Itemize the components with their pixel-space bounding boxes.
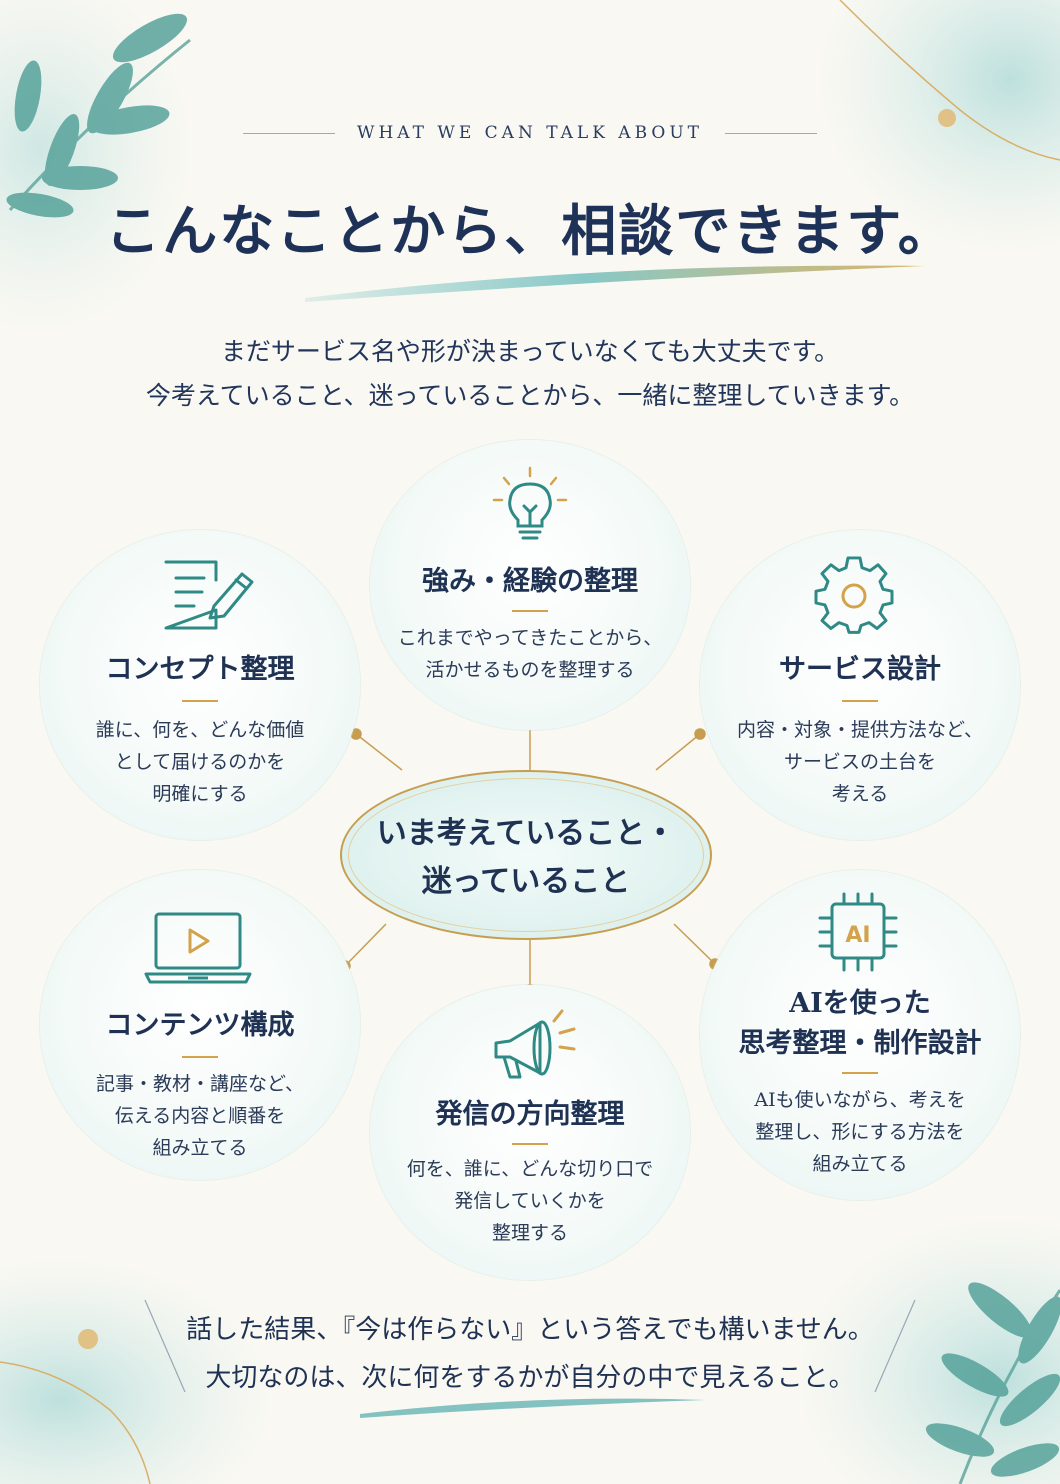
center-topic-line-2: 迷っていること — [421, 864, 631, 899]
topic-content-desc-2: 伝える内容と順番を — [114, 1105, 286, 1127]
topic-service-desc-3: 考える — [831, 783, 889, 805]
topic-service-desc-2: サービスの土台を — [783, 751, 936, 773]
eyebrow-left-line — [242, 132, 335, 134]
ai-chip-icon: AI — [818, 892, 898, 972]
eyebrow-text: WHAT WE CAN TALK ABOUT — [356, 123, 703, 143]
intro-text: まだサービス名や形が決まっていなくても大丈夫です。 今考えていること、迷っている… — [0, 330, 1060, 418]
topic-content-title: コンテンツ構成 — [105, 1010, 295, 1041]
topic-ai-title: AIを使った 思考整理・制作設計 — [700, 984, 1020, 1064]
topic-strengths-desc: これまでやってきたことから、 活かせるものを整理する — [370, 622, 690, 686]
topic-ai: AI AIを使った 思考整理・制作設計 AIも使いながら、考えを 整理し、形にす… — [700, 870, 1020, 1200]
topic-strengths-desc-2: 活かせるものを整理する — [425, 659, 635, 681]
topic-concept-title: コンセプト整理 — [105, 654, 295, 685]
center-topic-inner-ring — [348, 778, 704, 932]
topic-content-desc-1: 記事・教材・講座など、 — [95, 1073, 305, 1095]
topic-concept: コンセプト整理 誰に、何を、どんな価値 として届けるのかを 明確にする — [40, 530, 360, 840]
closing-line-2: 大切なのは、次に何をするかが自分の中で見えること。 — [205, 1363, 855, 1393]
topic-outreach-desc: 何を、誰に、どんな切り口で 発信していくかを 整理する — [370, 1153, 690, 1249]
topic-concept-desc: 誰に、何を、どんな価値 として届けるのかを 明確にする — [40, 714, 360, 810]
topic-ai-title-2: 思考整理・制作設計 — [738, 1028, 982, 1059]
topic-strengths-divider — [512, 610, 548, 612]
page-title: こんなことから、相談できます。 — [105, 198, 955, 263]
topic-content-divider — [182, 1056, 218, 1058]
center-topic-line-1: いま考えていること・ — [376, 816, 676, 851]
topic-ai-desc-3: 組み立てる — [812, 1153, 908, 1175]
megaphone-icon — [494, 1009, 576, 1079]
center-topic: いま考えていること・ 迷っていること — [340, 770, 712, 940]
topic-concept-desc-3: 明確にする — [152, 783, 248, 805]
gear-icon — [814, 556, 894, 634]
topic-ai-desc-2: 整理し、形にする方法を — [755, 1121, 965, 1143]
topic-concept-desc-2: として届けるのかを — [114, 751, 286, 773]
topic-service-divider — [842, 700, 878, 702]
topic-outreach-desc-1: 何を、誰に、どんな切り口で — [406, 1158, 654, 1180]
topic-outreach: 発信の方向整理 何を、誰に、どんな切り口で 発信していくかを 整理する — [370, 985, 690, 1280]
topic-concept-divider — [182, 700, 218, 702]
topic-concept-desc-1: 誰に、何を、どんな価値 — [95, 719, 305, 741]
topic-service-desc-1: 内容・対象・提供方法など、 — [736, 719, 984, 741]
topic-service-title: サービス設計 — [779, 654, 941, 685]
topic-service-desc: 内容・対象・提供方法など、 サービスの土台を 考える — [700, 714, 1020, 810]
topic-service: サービス設計 内容・対象・提供方法など、 サービスの土台を 考える — [700, 530, 1020, 840]
document-pen-icon — [164, 560, 254, 630]
topic-outreach-divider — [512, 1143, 548, 1145]
topic-outreach-title: 発信の方向整理 — [435, 1099, 625, 1130]
ai-chip-label: AI — [845, 923, 870, 948]
center-topic-text: いま考えていること・ 迷っていること — [342, 810, 710, 906]
intro-line-2: 今考えていること、迷っていることから、一緒に整理していきます。 — [145, 381, 915, 410]
topic-outreach-desc-2: 発信していくかを — [454, 1190, 606, 1212]
topic-outreach-desc-3: 整理する — [491, 1222, 568, 1244]
topic-ai-desc: AIも使いながら、考えを 整理し、形にする方法を 組み立てる — [700, 1084, 1020, 1180]
topic-ai-desc-1: AIも使いながら、考えを — [754, 1089, 966, 1111]
topic-ai-title-1: AIを使った — [789, 988, 931, 1019]
topic-content: コンテンツ構成 記事・教材・講座など、 伝える内容と順番を 組み立てる — [40, 870, 360, 1180]
intro-line-1: まだサービス名や形が決まっていなくても大丈夫です。 — [220, 337, 840, 366]
topic-strengths: 強み・経験の整理 これまでやってきたことから、 活かせるものを整理する — [370, 440, 690, 730]
topic-ai-divider — [842, 1072, 878, 1074]
topic-strengths-desc-1: これまでやってきたことから、 — [397, 627, 663, 649]
closing-line-1: 話した結果、『今は作らない』という答えでも構いません。 — [186, 1315, 874, 1345]
topic-strengths-title: 強み・経験の整理 — [422, 566, 638, 597]
topic-content-desc-3: 組み立てる — [152, 1137, 248, 1159]
laptop-play-icon — [144, 912, 252, 984]
eyebrow-right-line — [725, 132, 817, 134]
lightbulb-icon — [492, 466, 568, 540]
topic-content-desc: 記事・教材・講座など、 伝える内容と順番を 組み立てる — [40, 1068, 360, 1164]
closing-message: 話した結果、『今は作らない』という答えでも構いません。 大切なのは、次に何をする… — [0, 1306, 1060, 1402]
eyebrow-row: WHAT WE CAN TALK ABOUT — [0, 118, 1060, 148]
